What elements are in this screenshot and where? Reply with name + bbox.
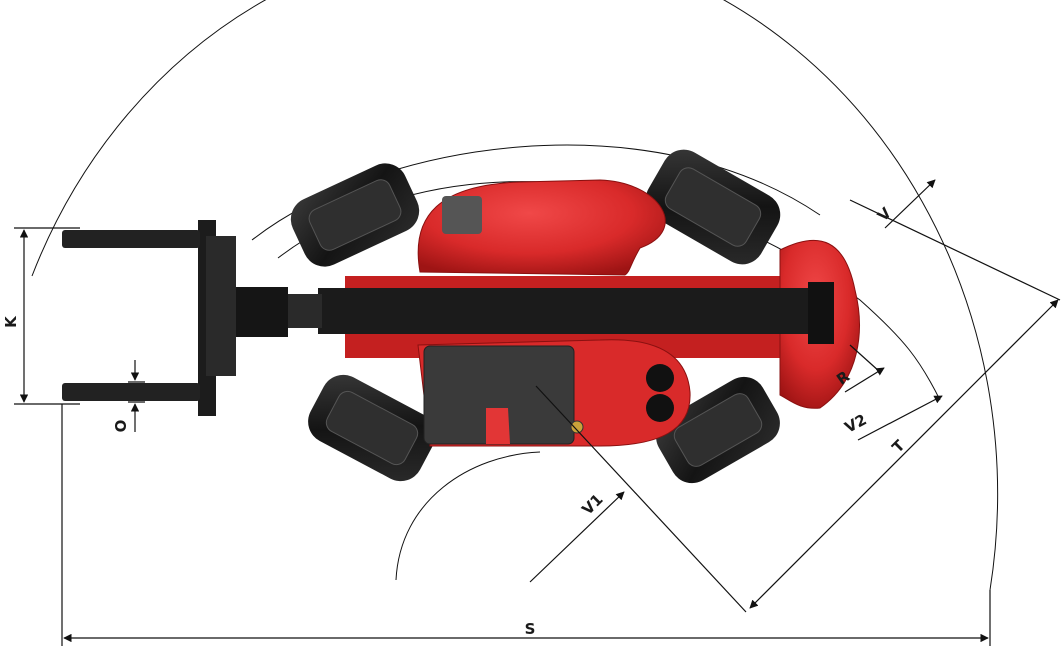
dimension-o: O [112, 360, 145, 432]
tires [290, 149, 781, 484]
tire-rear-left [645, 149, 781, 265]
label-k: K [2, 315, 20, 328]
dimension-t: T [535, 199, 1061, 613]
dimension-v2: V2 [842, 395, 943, 441]
dimension-s: S [61, 404, 991, 646]
dimension-v1: V1 [529, 490, 625, 583]
boom-outer [318, 288, 830, 334]
label-t: T [888, 436, 909, 457]
dimension-v: V [874, 179, 936, 229]
carriage-frame [206, 236, 236, 376]
fork-lower [62, 383, 200, 401]
fork-carriage [62, 220, 236, 416]
tire-front-left [290, 163, 420, 267]
fork-upper [62, 230, 200, 248]
fan-icon-1 [646, 364, 674, 392]
boom-head [234, 287, 288, 337]
fuel-cap-icon [570, 420, 584, 434]
label-s: S [525, 620, 536, 638]
telescopic-boom [230, 282, 834, 344]
label-v1: V1 [578, 490, 606, 518]
cab-seat [486, 408, 510, 444]
dimension-k: K [2, 227, 80, 405]
hood-vent [442, 196, 482, 234]
tire-front-right [308, 374, 436, 482]
inner-arc-front [395, 451, 541, 581]
label-o: O [112, 420, 130, 433]
label-v2: V2 [842, 410, 870, 436]
fan-icon-2 [646, 394, 674, 422]
boom-tip-plate [808, 282, 834, 344]
